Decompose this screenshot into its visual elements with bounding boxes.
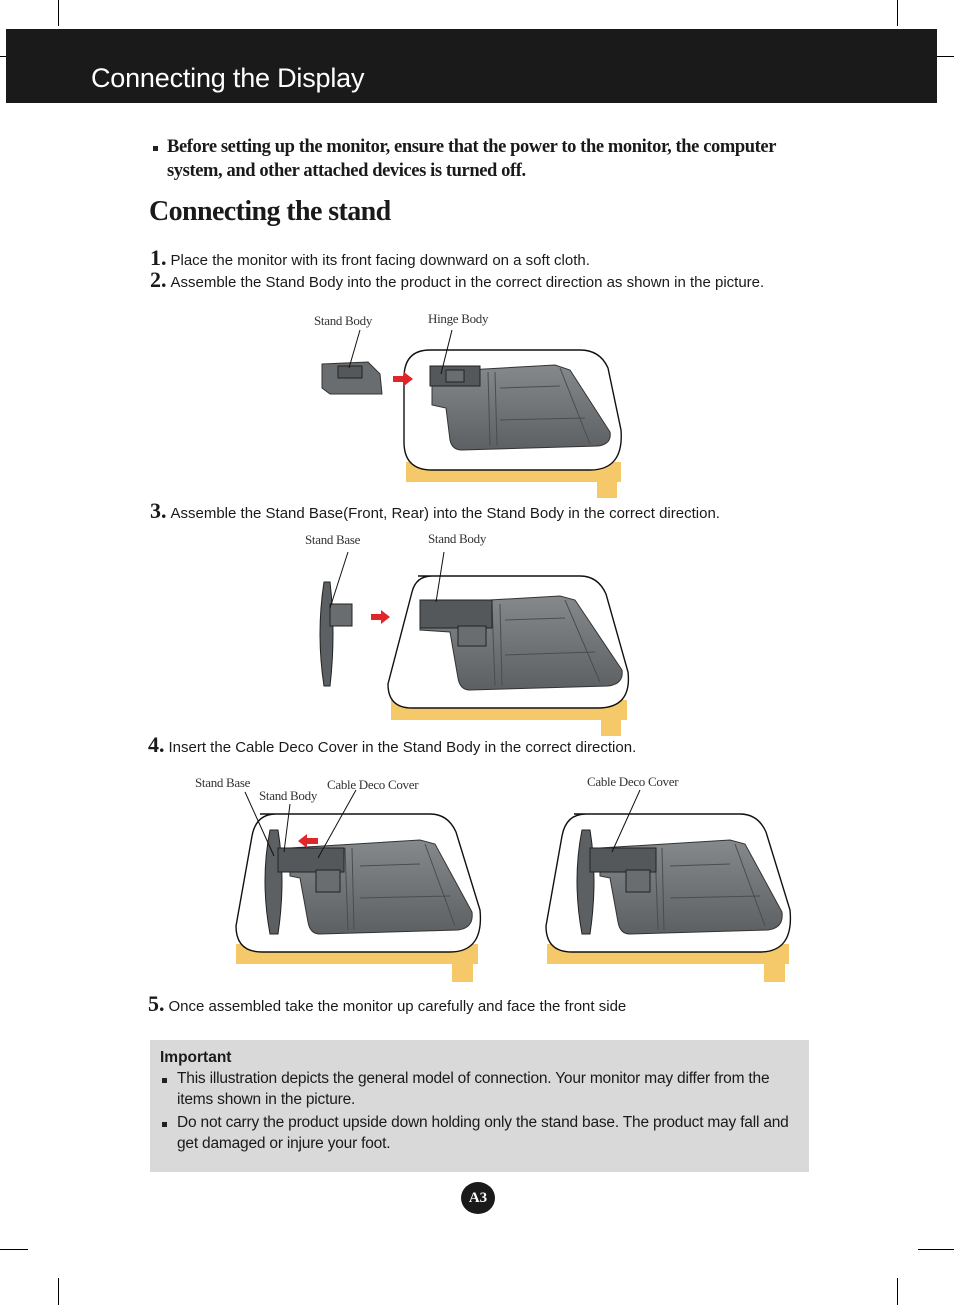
monitor-panel-lines bbox=[344, 843, 456, 931]
crop-mark bbox=[918, 1249, 954, 1250]
step-text: Place the monitor with its front facing … bbox=[170, 252, 590, 269]
step-5: 5.Once assembled take the monitor up car… bbox=[148, 991, 626, 1017]
important-item-text: This illustration depicts the general mo… bbox=[177, 1070, 770, 1108]
crop-mark bbox=[0, 56, 6, 57]
stand-body bbox=[277, 847, 345, 873]
crop-mark bbox=[0, 1249, 28, 1250]
step-2: 2.Assemble the Stand Body into the produ… bbox=[150, 267, 764, 293]
monitor-panel-lines bbox=[487, 367, 591, 447]
soft-cloth bbox=[391, 700, 627, 736]
leader-line bbox=[440, 329, 453, 375]
stand-base-neck bbox=[329, 603, 353, 627]
page-number-badge: A3 bbox=[461, 1182, 495, 1214]
figure-step-2 bbox=[321, 329, 622, 498]
bullet-icon bbox=[162, 1122, 167, 1127]
step-number: 1. bbox=[150, 245, 167, 270]
label-cable-deco-cover: Cable Deco Cover bbox=[587, 774, 679, 789]
header-bar: Connecting the Display bbox=[6, 29, 937, 103]
label-stand-base: Stand Base bbox=[305, 532, 361, 547]
step-text: Once assembled take the monitor up caref… bbox=[168, 998, 627, 1015]
section-title: Connecting the stand bbox=[149, 196, 391, 227]
leader-line bbox=[244, 791, 275, 857]
label-stand-body: Stand Body bbox=[314, 313, 373, 328]
precaution-note: Before setting up the monitor, ensure th… bbox=[150, 135, 830, 183]
figure-step-4-left bbox=[235, 789, 482, 982]
step-text: Assemble the Stand Base(Front, Rear) int… bbox=[170, 505, 720, 522]
crop-mark bbox=[897, 1278, 898, 1305]
important-box: Important This illustration depicts the … bbox=[150, 1040, 809, 1172]
label-stand-body: Stand Body bbox=[259, 788, 318, 803]
label-cable-deco-cover: Cable Deco Cover bbox=[327, 777, 419, 792]
precaution-text: Before setting up the monitor, ensure th… bbox=[167, 137, 776, 181]
step-3: 3.Assemble the Stand Base(Front, Rear) i… bbox=[150, 498, 720, 524]
soft-cloth bbox=[406, 462, 621, 498]
crop-mark bbox=[58, 1278, 59, 1305]
stand-body-notch bbox=[337, 365, 363, 379]
bullet-icon bbox=[153, 146, 158, 151]
step-number: 3. bbox=[150, 498, 167, 523]
hinge-detail bbox=[445, 369, 465, 383]
step-number: 4. bbox=[148, 732, 165, 757]
hinge-body bbox=[315, 869, 341, 893]
label-hinge-body: Hinge Body bbox=[428, 311, 489, 326]
monitor-panel-lines bbox=[491, 599, 601, 687]
arrow-icon bbox=[393, 372, 413, 386]
step-text: Insert the Cable Deco Cover in the Stand… bbox=[168, 739, 637, 756]
stand-body bbox=[589, 847, 657, 873]
leader-line bbox=[283, 803, 291, 853]
step-1: 1.Place the monitor with its front facin… bbox=[150, 245, 590, 271]
monitor-panel-lines bbox=[654, 843, 766, 931]
important-heading: Important bbox=[160, 1049, 232, 1066]
arrow-icon bbox=[371, 610, 390, 624]
crop-mark bbox=[937, 56, 954, 57]
stand-base bbox=[576, 829, 595, 935]
step-4: 4.Insert the Cable Deco Cover in the Sta… bbox=[148, 732, 636, 758]
important-item-text: Do not carry the product upside down hol… bbox=[177, 1114, 789, 1152]
hinge-body bbox=[457, 625, 487, 647]
soft-cloth bbox=[547, 944, 789, 982]
leader-line bbox=[317, 789, 357, 859]
leader-line bbox=[435, 551, 445, 603]
page-title: Connecting the Display bbox=[91, 63, 365, 93]
label-stand-body: Stand Body bbox=[428, 531, 487, 546]
bullet-icon bbox=[162, 1078, 167, 1083]
important-item: Do not carry the product upside down hol… bbox=[162, 1112, 797, 1154]
stand-base bbox=[264, 829, 283, 935]
leader-line bbox=[329, 551, 349, 609]
label-stand-base: Stand Base bbox=[195, 775, 251, 790]
crop-mark bbox=[58, 0, 59, 26]
step-number: 2. bbox=[150, 267, 167, 292]
soft-cloth bbox=[236, 944, 478, 982]
step-text: Assemble the Stand Body into the product… bbox=[170, 274, 765, 291]
figure-step-4-right bbox=[545, 789, 792, 982]
step-number: 5. bbox=[148, 991, 165, 1016]
stand-base bbox=[319, 581, 334, 687]
leader-line bbox=[611, 789, 641, 853]
arrow-icon bbox=[298, 834, 318, 848]
leader-line bbox=[348, 329, 361, 369]
cable-deco-cover bbox=[625, 869, 651, 893]
figure-step-3 bbox=[319, 551, 630, 736]
crop-mark bbox=[897, 0, 898, 26]
stand-body bbox=[419, 599, 493, 629]
important-item: This illustration depicts the general mo… bbox=[162, 1068, 797, 1110]
